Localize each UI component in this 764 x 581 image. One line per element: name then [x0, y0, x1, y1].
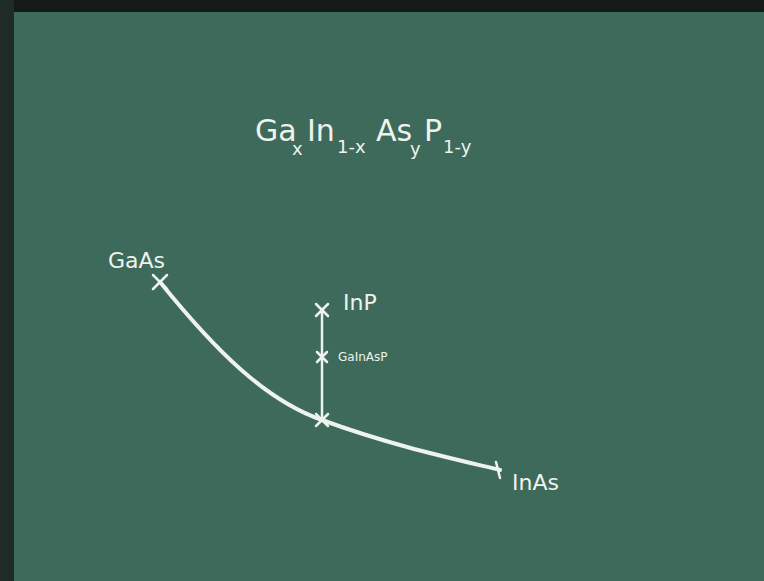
curve-point-mark: [316, 414, 328, 426]
formula-element: Ga: [255, 116, 297, 146]
gaas-mark: [153, 275, 167, 289]
formula-subscript: 1-y: [443, 138, 471, 156]
composition-line: [321, 310, 324, 420]
formula-subscript: 1-x: [337, 138, 366, 156]
formula-element: P: [424, 116, 442, 146]
gainasp-mark: [317, 352, 327, 362]
point-marks: [153, 275, 500, 478]
alloy-curve: [160, 282, 500, 470]
formula-element: As: [376, 116, 412, 146]
formula-element: In: [307, 116, 335, 146]
formula-subscript: y: [410, 140, 421, 158]
formula-subscript: x: [292, 140, 303, 158]
inp-mark: [316, 304, 328, 316]
compound-label: GaInAsP: [338, 351, 388, 363]
compound-label: InP: [343, 292, 377, 314]
board-left-frame: [0, 0, 14, 581]
board-top-frame: [0, 0, 764, 12]
compound-label: InAs: [512, 472, 559, 494]
compound-label: GaAs: [108, 250, 165, 272]
inas-mark: [496, 462, 500, 478]
